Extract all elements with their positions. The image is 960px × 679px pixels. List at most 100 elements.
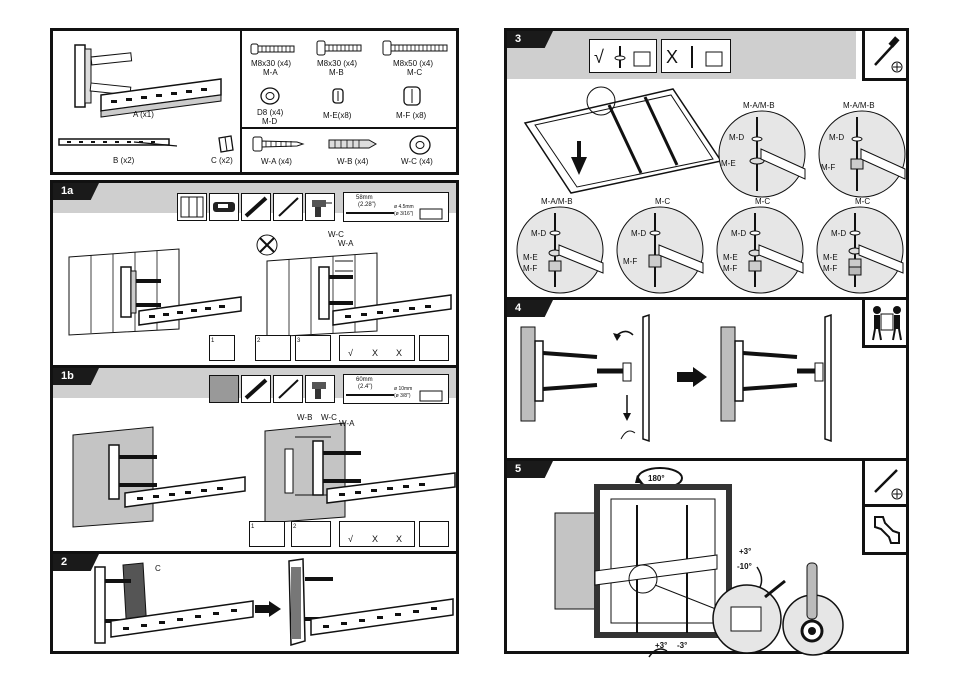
- step-1a-substep-1: 1: [209, 335, 235, 361]
- step-2-after: [288, 558, 454, 646]
- step-1b-wa-label: W-A: [339, 419, 355, 428]
- callout-1-screw: M-A/M-B: [743, 101, 775, 110]
- drill-depth: 60mm: [356, 377, 373, 383]
- concrete-wall-icon: [209, 375, 239, 403]
- drill-diameter: ø 4.5mm: [394, 204, 414, 210]
- substep-number: 2: [293, 524, 297, 530]
- callout-4-spacer: M-F: [623, 257, 638, 266]
- screw-mc-size: M8x50 (x4): [393, 59, 434, 68]
- step-5-tag: 5: [507, 461, 553, 478]
- drill-depth: 58mm: [356, 195, 373, 201]
- callout-3-washer: M-D: [531, 229, 547, 238]
- wall-screw-wa-drawing: [252, 136, 305, 152]
- step-4-mounted-tv: [720, 313, 832, 443]
- callout-5-screw: M-C: [755, 197, 771, 206]
- anchor-wb-drawing: [328, 139, 378, 149]
- callout-5-spacer-e: M-E: [723, 253, 738, 262]
- part-c-drawing: [218, 135, 234, 153]
- step-1a-mount-detail: [256, 234, 452, 338]
- step-1b-substep-2: 2: [291, 521, 331, 547]
- no-mark: X: [666, 47, 679, 67]
- spacer-mf-drawing: [403, 86, 421, 106]
- part-a-label: A (x1): [133, 110, 154, 119]
- step-3-callout-2: [818, 110, 906, 198]
- wood-wall-icon: [177, 193, 207, 221]
- step-1a-wc-label: W-C: [328, 230, 344, 239]
- step-3-tv-back: [523, 86, 723, 194]
- parts-panel: A (x1) B (x2) C (x2) M8x30 (x4) M-A M8x3…: [50, 28, 459, 175]
- screwdriver-icon: [874, 36, 903, 73]
- substep-number: 1: [251, 524, 255, 530]
- ok-mark: √: [594, 47, 604, 67]
- drill-depth-sub: (2.4"): [358, 384, 373, 390]
- screw-mb-drawing: [316, 40, 362, 56]
- screwdriver-tool-box-5: [862, 461, 906, 507]
- step-5-divider: [507, 458, 906, 461]
- step-3-callout-3: [516, 206, 604, 294]
- step-3-callout-6: [816, 206, 904, 294]
- callout-5-washer: M-D: [731, 229, 747, 238]
- steps-left-panel: 1a 58mm (2.28") ø 4.5mm (ø 3/16") W-C W-…: [50, 180, 459, 654]
- drill-depth-box-1b: 60mm (2.4") ø 10mm (ø 3/8"): [343, 374, 449, 404]
- steps-right-panel: 3 √ X M-A/M-B M-D M-E M-A/M-B M-D M-F M-…: [504, 28, 909, 658]
- check-mark: √: [348, 534, 353, 544]
- two-person-box: [862, 300, 906, 348]
- screw-mc-drawing: [382, 40, 448, 56]
- screw-ma-code: M-A: [263, 68, 278, 77]
- check-mark: √: [348, 348, 353, 358]
- tilt-down-label: -10°: [737, 562, 752, 571]
- callout-3-spacer-e: M-E: [523, 253, 538, 262]
- screw-ma-drawing: [250, 43, 295, 55]
- part-b-label: B (x2): [113, 156, 135, 165]
- drill-diameter-sub: (ø 3/8"): [394, 393, 411, 399]
- step-2-tag: 2: [53, 554, 99, 571]
- step-2-divider: [53, 551, 456, 554]
- screwdriver-icon: [874, 469, 903, 500]
- screw-mc-code: M-C: [407, 68, 423, 77]
- step-4-divider: [507, 297, 906, 300]
- wall-screw-wa-label: W-A (x4): [261, 157, 292, 166]
- washer-order-ok: [614, 46, 651, 68]
- level-icon: [241, 375, 271, 403]
- stud-finder-icon: [209, 193, 239, 221]
- washer-wc-label: W-C (x4): [401, 157, 433, 166]
- step-1a-wood-wall: [68, 248, 242, 336]
- step-1a-substep-3: 3: [295, 335, 331, 361]
- step-4-hang-tv: [520, 313, 650, 443]
- substep-number: 2: [257, 338, 261, 344]
- drill-bit-diagram: [346, 208, 443, 220]
- step-3-tag: 3: [507, 31, 553, 48]
- step-1a-substep-2: 2: [255, 335, 291, 361]
- drill-depth-sub: (2.28"): [358, 202, 376, 208]
- pencil-icon: [273, 193, 303, 221]
- substep-number: 3: [297, 338, 301, 344]
- step-1b-wb-label: W-B: [297, 413, 313, 422]
- step-1b-tag: 1b: [53, 368, 99, 385]
- anchor-wb-label: W-B (x4): [337, 157, 369, 166]
- step-3-callout-1: [718, 110, 806, 198]
- washer-md-drawing: [260, 87, 280, 105]
- drill-icon: [305, 193, 335, 221]
- wrench-icon: [874, 516, 900, 544]
- drill-diameter-sub: (ø 3/16"): [394, 211, 414, 217]
- spacer-me-drawing: [332, 88, 344, 104]
- swivel-neg-label: -3°: [677, 641, 688, 650]
- step-1a-drill-tool: [419, 335, 449, 361]
- washer-wc-drawing: [409, 135, 431, 155]
- screw-ma-size: M8x30 (x4): [251, 59, 292, 68]
- drill-icon: [305, 375, 335, 403]
- step-1a-tag: 1a: [53, 183, 99, 200]
- washer-md-size: D8 (x4): [257, 108, 284, 117]
- cross-mark: X: [372, 348, 379, 358]
- no-stud-icon: [256, 234, 278, 256]
- spacer-me-code: M-E(x8): [323, 111, 352, 120]
- pencil-icon: [273, 375, 303, 403]
- level-icon: [241, 193, 271, 221]
- callout-4-washer: M-D: [631, 229, 647, 238]
- step-1b-drill-tool: [419, 521, 449, 547]
- washer-order-no: [691, 46, 723, 68]
- right-arrow-icon: [677, 367, 707, 387]
- cross-mark: X: [396, 534, 403, 544]
- step-3-callout-4: [616, 206, 704, 294]
- spacer-mf-code: M-F (x8): [396, 111, 427, 120]
